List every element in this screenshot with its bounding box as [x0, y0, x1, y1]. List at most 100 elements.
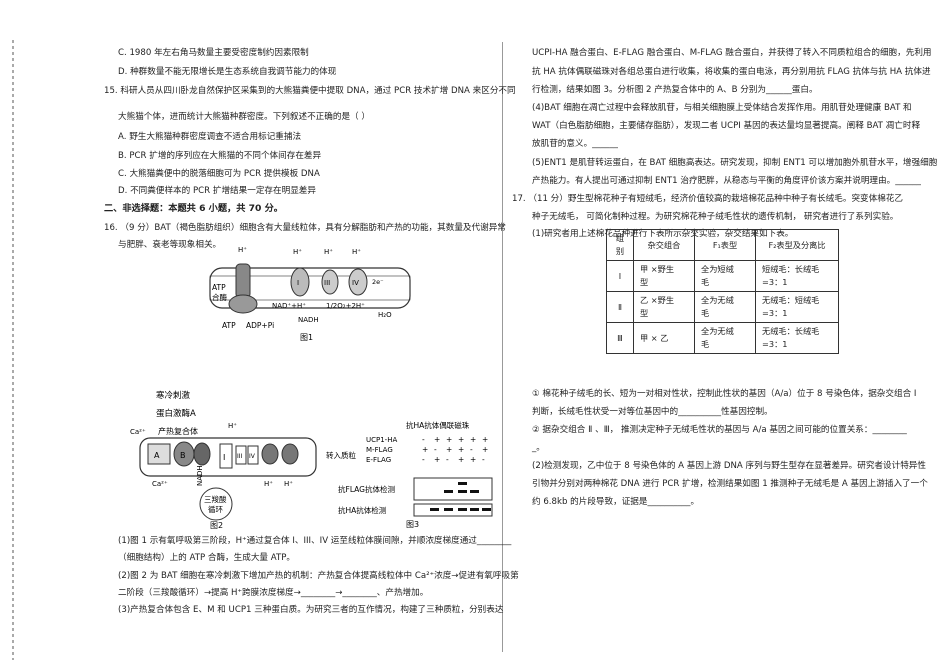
- blot-band: [458, 490, 467, 493]
- fig3-row-label: M-FLAG: [366, 446, 393, 454]
- q15-stem-2: 大熊猫个体，进而统计大熊猫种群密度。下列叙述不正确的是（ ）: [118, 112, 370, 122]
- atp-synthase-head: [228, 294, 258, 314]
- q16-part4-1: (4)BAT 细胞在凋亡过程中会释放肌苷，与相关细胞膜上受体结合发挥作用。用肌苷…: [532, 103, 912, 113]
- fig3-sign: +: [458, 435, 464, 444]
- header-cross: 杂交组合: [633, 229, 695, 261]
- fig3-ha: 抗HA抗体检测: [338, 505, 386, 515]
- fig3-sign: +: [422, 445, 428, 454]
- fig3-sign: +: [446, 445, 452, 454]
- q16-part2-2: 二阶段（三羧酸循环）→提高 H⁺跨膜浓度梯度→________→________…: [118, 588, 429, 598]
- fig3-plasmid: 转入质粒: [326, 450, 356, 460]
- q16-part4-3: 放肌苷的意义。______: [532, 139, 618, 149]
- membrane-inner: [209, 275, 411, 301]
- fig3-sign: -: [482, 455, 485, 464]
- fig1-atp: ATP: [222, 321, 236, 330]
- fig3-caption: 图3: [406, 520, 419, 529]
- fig2-h-bottom-2: H⁺: [284, 480, 293, 488]
- fig3-sign: -: [470, 445, 473, 454]
- fig3-sign: -: [422, 455, 425, 464]
- fig1-h2: H⁺: [293, 248, 302, 256]
- fig3-sign: +: [470, 435, 476, 444]
- fig1-h4: H⁺: [352, 248, 361, 256]
- complex-i-shape: [219, 443, 233, 469]
- flag-blot-frame: [413, 477, 493, 501]
- header-group: 组别: [606, 229, 634, 261]
- fig3-sign: +: [458, 455, 464, 464]
- row-f1: 全为短绒毛: [694, 260, 756, 292]
- fig3-row-label: E-FLAG: [366, 456, 391, 464]
- fig1-nad: NAD⁺+H⁺: [272, 302, 306, 310]
- q17-part2-2: 引物并分别对两种棉花 DNA 进行 PCR 扩增，检测结果如图 1 推测种子无绒…: [532, 479, 928, 489]
- table-row: Ⅲ 甲 × 乙 全为无绒毛 无绒毛：长绒毛=3：1: [606, 322, 839, 354]
- protein-c-shape: [193, 442, 211, 466]
- q16-part5-2: 产热能力。有人提出可通过抑制 ENT1 治疗肥胖，从稳态与平衡的角度评价该方案并…: [532, 176, 921, 186]
- protein-a-shape: [147, 443, 171, 465]
- complex-iii-shape: [321, 269, 339, 295]
- blot-band: [444, 490, 453, 493]
- row-f2: 无绒毛：短绒毛=3：1: [755, 291, 839, 323]
- q17-sub1-1: ① 棉花种子绒毛的长、短为一对相对性状，控制此性状的基因（A/a）位于 8 号染…: [532, 389, 917, 399]
- fig1-adp: ADP+Pi: [246, 321, 274, 330]
- fig2-complex: 产热复合体: [158, 426, 198, 436]
- fig1-electrons: 2e⁻: [372, 278, 384, 286]
- fig3-sign: +: [434, 435, 440, 444]
- q14-option-d: D. 种群数量不能无限增长是生态系统自我调节能力的体现: [118, 67, 337, 77]
- fig2-caption: 图2: [210, 521, 223, 530]
- fig1-atp-synthase-2: 合酶: [212, 292, 227, 302]
- fig3-sign: +: [434, 455, 440, 464]
- column-divider: [502, 42, 503, 652]
- fig3-flag: 抗FLAG抗体检测: [338, 484, 395, 494]
- binding-margin-left: [12, 40, 14, 660]
- cross-results-table: 组别 杂交组合 F₁表型 F₂表型及分离比 Ⅰ 甲 ×野生型 全为短绒毛 短绒毛…: [606, 229, 839, 354]
- fig2-complex-iii: III: [237, 453, 243, 460]
- fig2-h-top: H⁺: [228, 422, 237, 430]
- complex-iv-shape: [348, 268, 368, 296]
- q15-option-c: C. 大熊猫粪便中的脱落细胞可为 PCR 提供模板 DNA: [118, 169, 320, 179]
- blot-band: [444, 508, 453, 511]
- row-cross: 甲 × 乙: [633, 322, 695, 354]
- atp-synthase-1: [261, 443, 279, 465]
- fig1-complex-iii: III: [324, 279, 330, 287]
- fig3-sign: -: [434, 445, 437, 454]
- row-cross: 乙 ×野生型: [633, 291, 695, 323]
- fig1-h3: H⁺: [324, 248, 333, 256]
- section-heading: 二、非选择题：本题共 6 小题，共 70 分。: [104, 203, 283, 214]
- table-row: Ⅰ 甲 ×野生型 全为短绒毛 短绒毛：长绒毛=3：1: [606, 260, 839, 292]
- fig3-sign: +: [470, 455, 476, 464]
- fig1-complex-iv: IV: [352, 279, 359, 287]
- q17-stem-2: 种子无绒毛， 可简化制种过程。为研究棉花种子绒毛性状的遗传机制， 研究者进行了系…: [532, 212, 899, 222]
- fig1-o2: 1/2O₂+2H⁺: [326, 302, 365, 310]
- complex-i-shape: [290, 267, 310, 297]
- header-f1: F₁表型: [694, 229, 756, 261]
- fig2-h-bottom-1: H⁺: [264, 480, 273, 488]
- atp-synthase-shape: [235, 263, 251, 299]
- q16-part3-4: 行检测，结果如图 3。分析图 2 产热复合体中的 A、B 分别为______蛋白…: [532, 85, 818, 95]
- figure-2-thermogenesis-diagram: 寒冷刺激 蛋白激酶A 产热复合体 Ca²⁺ Ca²⁺ A B I III IV …: [130, 390, 317, 530]
- q14-option-c: C. 1980 年左右角马数量主要受密度制约因素限制: [118, 48, 309, 58]
- membrane-outline: [139, 437, 317, 477]
- q15-option-a: A. 野生大熊猫种群密度调查不适合用标记重捕法: [118, 132, 302, 142]
- q16-part3-1: (3)产热复合体包含 E、M 和 UCP1 三种蛋白质。为研究三者的互作情况，构…: [118, 605, 504, 615]
- row-id: Ⅱ: [606, 291, 634, 323]
- fig2-complex-iv: IV: [249, 453, 256, 460]
- row-cross: 甲 ×野生型: [633, 260, 695, 292]
- complex-iv-shape: [247, 445, 259, 465]
- table-row: Ⅱ 乙 ×野生型 全为无绒毛 无绒毛：短绒毛=3：1: [606, 291, 839, 323]
- fig1-nadh: NADH: [298, 316, 319, 324]
- row-f1: 全为无绒毛: [694, 291, 756, 323]
- q16-part3-2: UCPI-HA 融合蛋白、E-FLAG 融合蛋白、M-FLAG 融合蛋白，并获得…: [532, 48, 932, 58]
- fig2-cold-2: 蛋白激酶A: [156, 408, 196, 419]
- fig2-ca-top: Ca²⁺: [130, 428, 146, 436]
- q16-stem-2: 与肥胖、衰老等现象相关。: [118, 240, 222, 250]
- tca-cycle-circle: [199, 487, 233, 521]
- atp-synthase-2: [281, 443, 299, 465]
- q16-part4-2: WAT（白色脂肪细胞，主要储存脂肪），发现二者 UCPI 基因的表达量均显著提高…: [532, 121, 921, 131]
- blot-band: [430, 508, 439, 511]
- fig1-h2o: H₂O: [378, 311, 392, 319]
- fig3-sign: +: [482, 445, 488, 454]
- figure-1-respiration-diagram: H⁺ H⁺ H⁺ H⁺ I III IV 2e⁻ ATP 合酶 NAD⁺+H⁺ …: [209, 246, 411, 342]
- fig2-complex-i: I: [223, 453, 225, 462]
- fig2-tca-2: 循环: [208, 504, 223, 514]
- row-id: Ⅲ: [606, 322, 634, 354]
- fig2-ca-bottom: Ca²⁺: [152, 480, 168, 488]
